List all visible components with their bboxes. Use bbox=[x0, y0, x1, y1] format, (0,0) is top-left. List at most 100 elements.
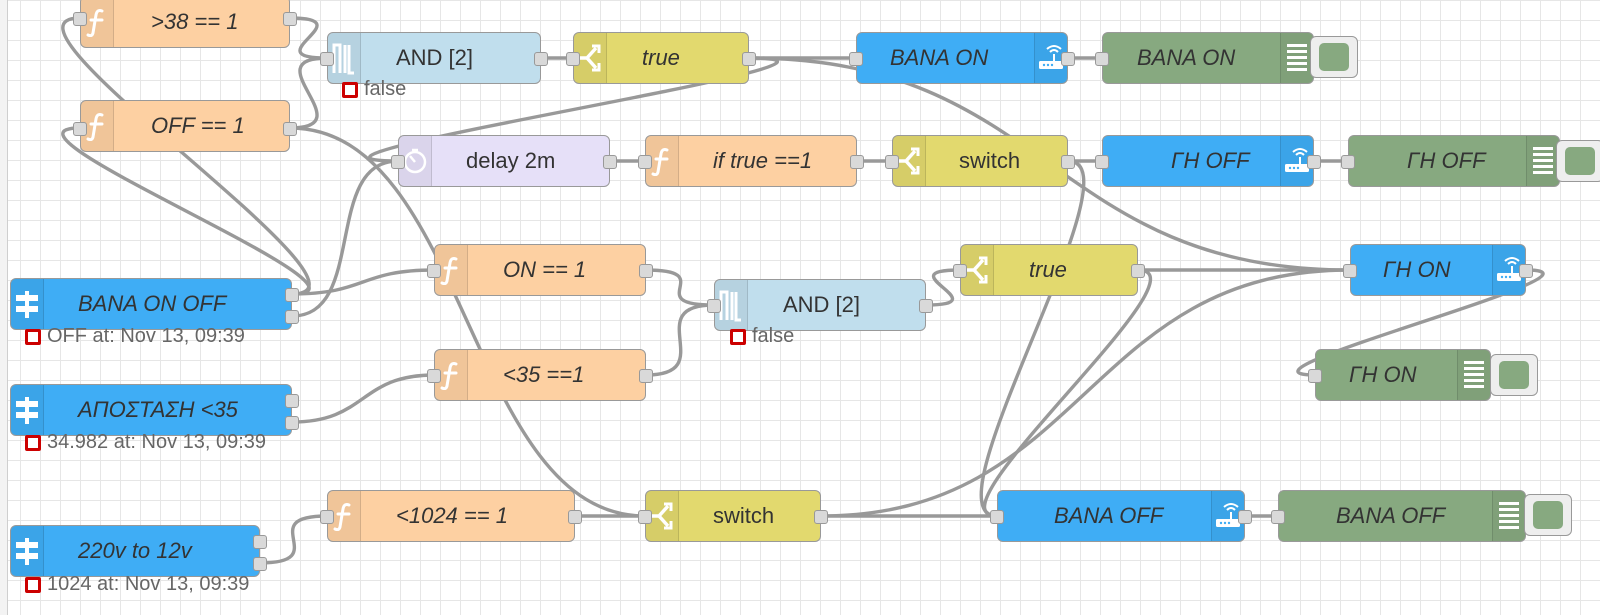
switch-true2-node[interactable]: true bbox=[953, 244, 1145, 296]
func-on-node[interactable]: ON == 1 bbox=[427, 244, 653, 296]
debug-bana-on-node[interactable]: BANA ON bbox=[1095, 32, 1314, 84]
debug-gh-on-toggle-button[interactable] bbox=[1490, 354, 1538, 396]
debug-gh-off-node[interactable]: ΓΗ OFF bbox=[1341, 135, 1560, 187]
and-top-node[interactable]: AND [2] bbox=[320, 32, 548, 84]
wire-func-off-to-switch-bottom[interactable] bbox=[289, 126, 646, 518]
wire-switch-top-to-delay[interactable] bbox=[368, 56, 779, 163]
debug-gh-on-node[interactable]: ΓΗ ON bbox=[1308, 349, 1491, 401]
wire-inject-apostasi-to-func-lt35[interactable] bbox=[291, 373, 435, 424]
mqtt-gh-on-label: ΓΗ ON bbox=[1383, 257, 1451, 282]
delay-node[interactable]: delay 2m bbox=[391, 135, 617, 187]
switch-bottom-label: switch bbox=[713, 503, 775, 528]
status-dot-icon bbox=[342, 81, 358, 98]
mqtt-gh-on-output-port[interactable] bbox=[1519, 264, 1533, 278]
inject-icon bbox=[11, 385, 44, 435]
switch-mid-input-port[interactable] bbox=[885, 155, 899, 169]
mqtt-bana-off-output-port[interactable] bbox=[1238, 510, 1252, 524]
debug-gh-on-input-port[interactable] bbox=[1308, 369, 1322, 383]
inject-220v-output-port[interactable] bbox=[253, 535, 267, 549]
switch-bottom-output-port[interactable] bbox=[814, 510, 828, 524]
wire-switch-bottom-to-mqtt-gh-on[interactable] bbox=[820, 268, 1351, 518]
func-lt35-node[interactable]: <35 ==1 bbox=[427, 349, 653, 401]
mqtt-gh-off-output-port[interactable] bbox=[1307, 155, 1321, 169]
wire-inject-bana-to-func-on[interactable] bbox=[291, 268, 435, 296]
wire-func-lt35-to-and-mid[interactable] bbox=[645, 303, 715, 377]
func-off-node[interactable]: OFF == 1 bbox=[73, 100, 297, 152]
and-mid-output-port[interactable] bbox=[919, 299, 933, 313]
func-lt35-input-port[interactable] bbox=[427, 369, 441, 383]
switch-true2-input-port[interactable] bbox=[953, 264, 967, 278]
debug-gh-off-input-port[interactable] bbox=[1341, 155, 1355, 169]
mqtt-gh-on-input-port[interactable] bbox=[1343, 264, 1357, 278]
debug-bana-off-input-port[interactable] bbox=[1271, 510, 1285, 524]
debug-gh-on-label: ΓΗ ON bbox=[1349, 362, 1417, 387]
func-lt1024-input-port[interactable] bbox=[320, 510, 334, 524]
switch-top-input-port[interactable] bbox=[566, 52, 580, 66]
mqtt-gh-on-node[interactable]: ΓΗ ON bbox=[1343, 244, 1533, 296]
inject-apostasi-output-port[interactable] bbox=[285, 394, 299, 408]
and-mid-node[interactable]: AND [2] bbox=[707, 279, 933, 331]
status-dot-icon bbox=[25, 328, 41, 345]
wire-func-on-to-and-mid[interactable] bbox=[645, 268, 715, 307]
mqtt-gh-off-node[interactable]: ΓΗ OFF bbox=[1095, 135, 1321, 187]
inject-apostasi-output-port[interactable] bbox=[285, 416, 299, 430]
wire-inject-bana-to-func-off[interactable] bbox=[61, 126, 311, 296]
inject-220v-node[interactable]: 220v to 12v bbox=[10, 525, 267, 577]
delay-output-port[interactable] bbox=[603, 155, 617, 169]
and-top-input-port[interactable] bbox=[320, 52, 334, 66]
mqtt-bana-on-output-port[interactable] bbox=[1061, 52, 1075, 66]
and-mid-input-port[interactable] bbox=[707, 299, 721, 313]
delay-input-port[interactable] bbox=[391, 155, 405, 169]
wire-switch-true2-to-mqtt-bana-off[interactable] bbox=[982, 268, 1153, 518]
wire-func-off-to-and-top[interactable] bbox=[289, 56, 328, 130]
switch-mid-output-port[interactable] bbox=[1061, 155, 1075, 169]
wire-mqtt-gh-on-to-debug-gh-on[interactable] bbox=[1296, 268, 1545, 377]
func-gt38-node[interactable]: >38 == 1 bbox=[73, 0, 297, 48]
wire-inject-bana-to-func-gt38[interactable] bbox=[61, 16, 311, 296]
func-lt1024-node[interactable]: <1024 == 1 bbox=[320, 490, 582, 542]
func-gt38-output-port[interactable] bbox=[283, 12, 297, 26]
debug-bana-on-input-port[interactable] bbox=[1095, 52, 1109, 66]
func-on-input-port[interactable] bbox=[427, 264, 441, 278]
func-off-output-port[interactable] bbox=[283, 122, 297, 136]
func-on-output-port[interactable] bbox=[639, 264, 653, 278]
inject-bana-status: OFF at: Nov 13, 09:39 bbox=[25, 325, 245, 348]
inject-220v-status-text: 1024 at: Nov 13, 09:39 bbox=[47, 573, 250, 595]
mqtt-bana-off-input-port[interactable] bbox=[990, 510, 1004, 524]
mqtt-gh-off-input-port[interactable] bbox=[1095, 155, 1109, 169]
inject-220v-output-port[interactable] bbox=[253, 557, 267, 571]
debug-icon bbox=[1526, 136, 1559, 186]
func-iftrue-node[interactable]: if true ==1 bbox=[638, 135, 864, 187]
func-lt35-output-port[interactable] bbox=[639, 369, 653, 383]
func-off-input-port[interactable] bbox=[73, 122, 87, 136]
mqtt-bana-on-input-port[interactable] bbox=[849, 52, 863, 66]
debug-bana-off-node[interactable]: BANA OFF bbox=[1271, 490, 1526, 542]
debug-gh-off-toggle-button[interactable] bbox=[1556, 140, 1600, 182]
debug-bana-on-toggle-button[interactable] bbox=[1310, 36, 1358, 78]
inject-bana-node[interactable]: BANA ON OFF bbox=[10, 278, 299, 330]
mqtt-bana-off-node[interactable]: BANA OFF bbox=[990, 490, 1252, 542]
wire-switch-mid-to-mqtt-bana-off[interactable] bbox=[979, 159, 1086, 518]
wire-func-gt38-to-and-top[interactable] bbox=[289, 16, 328, 60]
func-gt38-input-port[interactable] bbox=[73, 12, 87, 26]
wire-inject-bana-to-delay[interactable] bbox=[291, 159, 399, 318]
wire-and-mid-to-switch-true2[interactable] bbox=[925, 268, 961, 307]
inject-bana-output-port[interactable] bbox=[285, 310, 299, 324]
func-iftrue-input-port[interactable] bbox=[638, 155, 652, 169]
switch-top-output-port[interactable] bbox=[742, 52, 756, 66]
func-iftrue-output-port[interactable] bbox=[850, 155, 864, 169]
switch-bottom-node[interactable]: switch bbox=[638, 490, 828, 542]
wire-inject-220v-to-func-lt1024[interactable] bbox=[259, 514, 328, 565]
inject-apostasi-node[interactable]: ΑΠΟΣΤΑΣΗ <35 bbox=[10, 384, 299, 436]
mqtt-bana-on-node[interactable]: BANA ON bbox=[849, 32, 1075, 84]
switch-top-node[interactable]: true bbox=[566, 32, 756, 84]
func-lt1024-output-port[interactable] bbox=[568, 510, 582, 524]
and-top-output-port[interactable] bbox=[534, 52, 548, 66]
debug-bana-off-toggle-button[interactable] bbox=[1524, 494, 1572, 536]
inject-bana-output-port[interactable] bbox=[285, 288, 299, 302]
switch-bottom-input-port[interactable] bbox=[638, 510, 652, 524]
debug-gh-off-label: ΓΗ OFF bbox=[1407, 148, 1486, 173]
switch-true2-output-port[interactable] bbox=[1131, 264, 1145, 278]
switch-mid-node[interactable]: switch bbox=[885, 135, 1075, 187]
